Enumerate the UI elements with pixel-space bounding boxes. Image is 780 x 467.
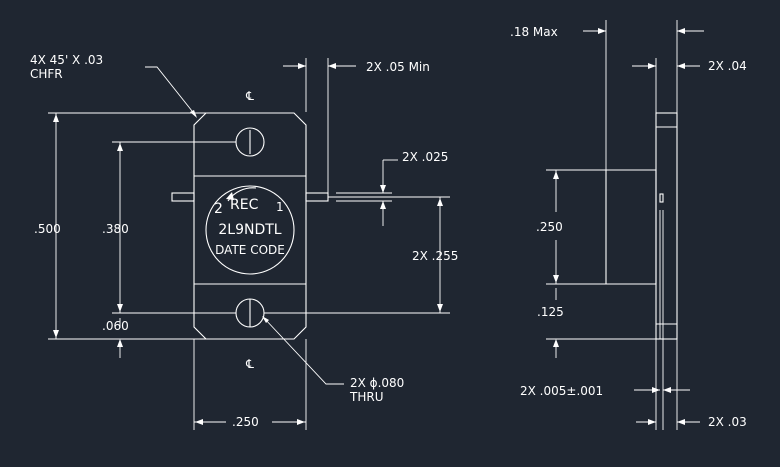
hole-leader — [263, 317, 344, 385]
hole-edge-label: .060 — [102, 319, 129, 333]
hole-callout-line2: THRU — [349, 390, 383, 404]
side-lead — [659, 193, 664, 203]
side-view: .18 Max 2X .04 .250 .125 2X .005±.001 — [510, 20, 747, 430]
left-lead — [171, 192, 195, 202]
width-label: .250 — [232, 415, 259, 429]
marking-rec: REC — [230, 197, 259, 213]
marking-digit-right: 1 — [276, 200, 284, 214]
front-view: 2 REC 1 2L9NDTL DATE CODE ℄ ℄ 4X 45' X .… — [30, 53, 458, 430]
marking-part-number: 2L9NDTL — [218, 222, 281, 238]
hole-callout-line1: 2X ϕ.080 — [350, 376, 404, 390]
overall-height-label: .500 — [34, 222, 61, 236]
lead-offset-label: 2X .05 Min — [366, 60, 430, 74]
chamfer-callout-line2: CHFR — [30, 67, 63, 81]
centerline-symbol-bottom: ℄ — [245, 357, 254, 371]
lead-width-label: 2X .03 — [708, 415, 747, 429]
tab-thickness-label: 2X .04 — [708, 59, 747, 73]
marking-date-code: DATE CODE — [215, 243, 285, 257]
side-tab — [655, 112, 678, 340]
max-thickness-label: .18 Max — [510, 25, 558, 39]
tolerance-label: 2X .005±.001 — [520, 384, 603, 398]
lead-thickness-label: 2X .025 — [402, 150, 448, 164]
marking-circle — [205, 185, 295, 275]
side-body — [605, 169, 657, 285]
package-outline — [193, 112, 307, 340]
side-height-label: .250 — [536, 220, 563, 234]
chamfer-callout-line1: 4X 45' X .03 — [30, 53, 103, 67]
right-lead — [305, 192, 329, 202]
side-offset-label: .125 — [537, 305, 564, 319]
hole-spacing-label: .380 — [102, 222, 129, 236]
marking-digit-left: 2 — [214, 201, 223, 217]
chamfer-leader — [145, 66, 197, 117]
centerline-symbol-top: ℄ — [245, 89, 254, 103]
lead-height-label: 2X .255 — [412, 249, 458, 263]
